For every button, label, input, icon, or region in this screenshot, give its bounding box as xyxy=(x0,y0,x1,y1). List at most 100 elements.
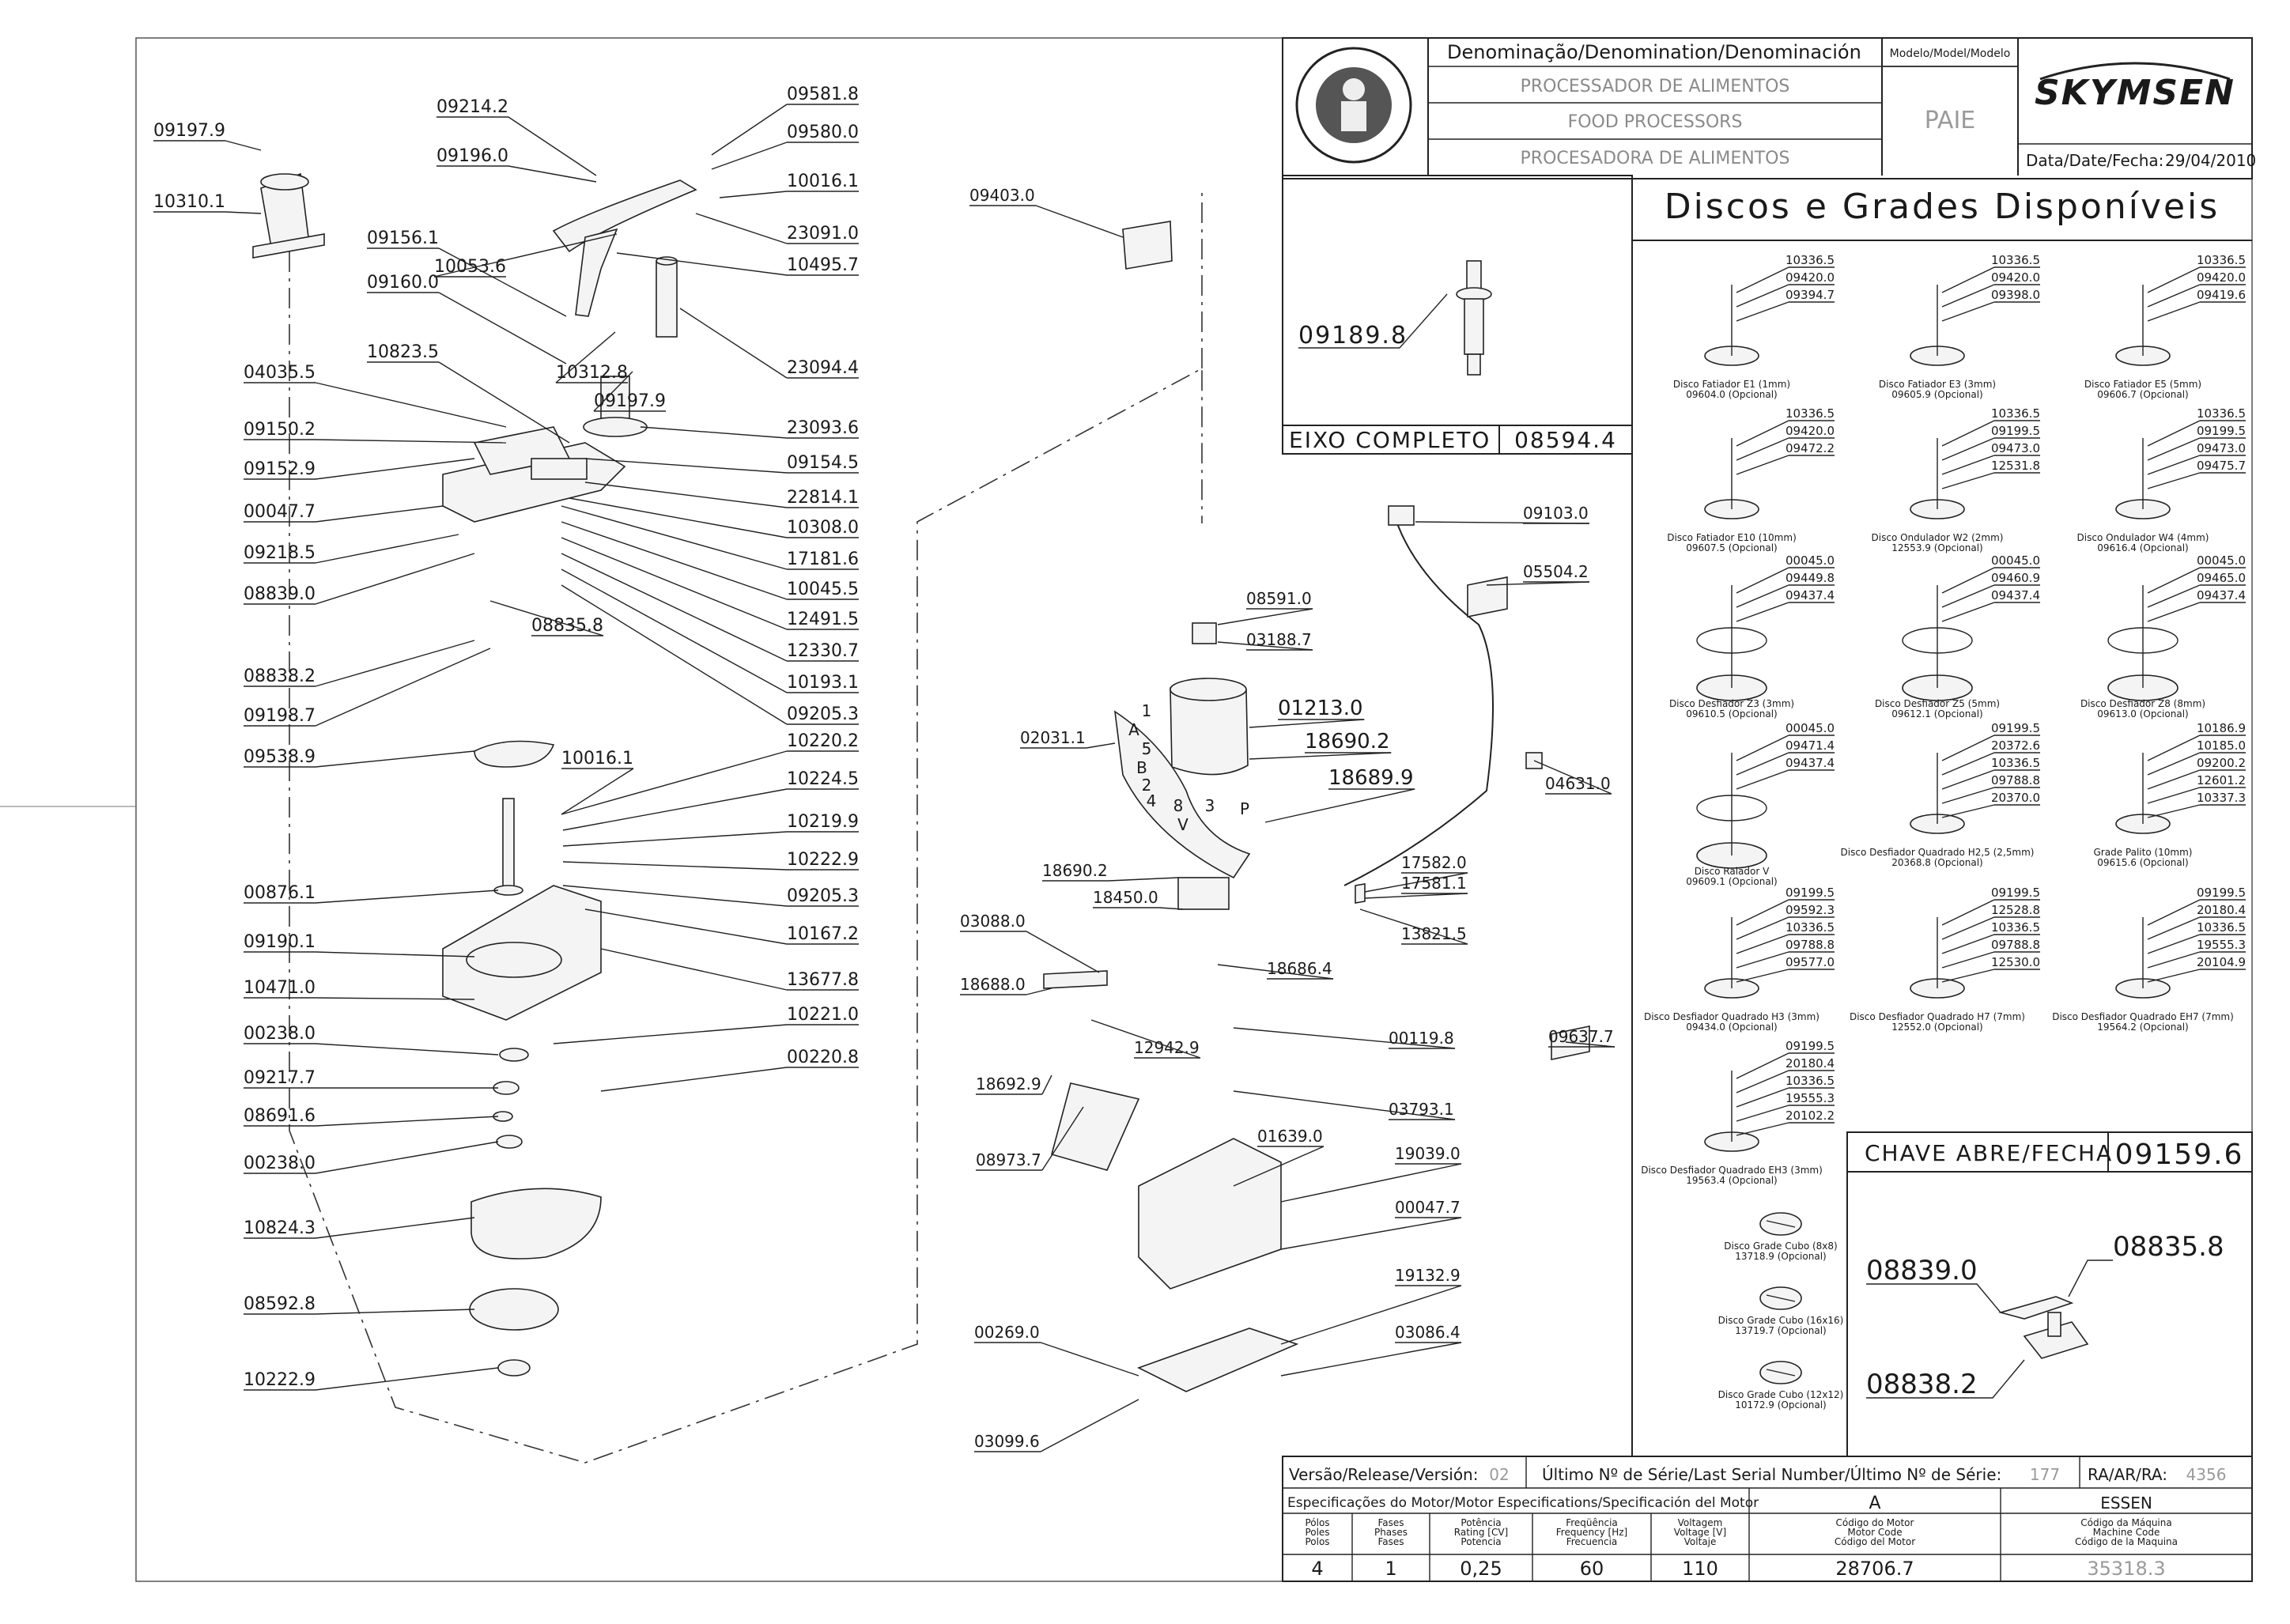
disc-1-part-2: 09398.0 xyxy=(1991,288,2040,302)
version-value: 02 xyxy=(1489,1465,1509,1484)
disc-item-14: 09199.520180.410336.519555.320104.9Disco… xyxy=(2052,886,2246,1033)
disc-14-part-1: 20180.4 xyxy=(2197,903,2246,917)
disc-7-part-2: 09437.4 xyxy=(1991,588,2040,602)
callout-mid-1: 08591.0 xyxy=(1246,589,1312,608)
disc-7-part-1: 09460.9 xyxy=(1991,571,2040,585)
spec-col-4-header-2: Voltaje xyxy=(1684,1536,1717,1547)
callout-right-1: 09580.0 xyxy=(787,123,859,142)
callout-right-24: 10167.2 xyxy=(787,924,859,944)
motor-type: A xyxy=(1869,1494,1880,1513)
callout-right-17: 10193.1 xyxy=(787,673,859,693)
callout-left-16: 09538.9 xyxy=(244,747,316,767)
callout-left-10: 00047.7 xyxy=(244,502,316,522)
disc-item-15: 09199.520180.410336.519555.320102.2Disco… xyxy=(1641,1039,1835,1186)
right-callouts: 09581.809580.010016.110053.623091.010495… xyxy=(433,85,859,1092)
disc-5-part-0: 10336.5 xyxy=(2197,406,2246,421)
callout-right-26: 10221.0 xyxy=(787,1005,859,1025)
spec-col-2-value: 0,25 xyxy=(1460,1558,1502,1580)
chave-box: CHAVE ABRE/FECHA 09159.6 08839.0 08835.8… xyxy=(1846,1131,2253,1457)
disc-item-18: Disco Grade Cubo (12x12)10172.9 (Opciona… xyxy=(1718,1361,1843,1411)
spec-col-0-header-0: Pólos xyxy=(1305,1517,1329,1528)
ra-value: 4356 xyxy=(2186,1465,2227,1484)
denomination-es: PROCESADORA DE ALIMENTOS xyxy=(1521,149,1790,168)
callout-right-21: 10219.9 xyxy=(787,812,859,832)
disc-10-code: 20368.8 (Opcional) xyxy=(1891,857,1982,868)
disc-10-part-1: 20372.6 xyxy=(1991,738,2040,753)
disc-2-part-1: 09420.0 xyxy=(2197,270,2246,285)
disc-13-part-2: 10336.5 xyxy=(1991,920,2040,935)
disc-8-part-2: 09437.4 xyxy=(2197,588,2246,602)
callout-left-18: 00876.1 xyxy=(244,883,316,903)
disc-top-6 xyxy=(1696,627,1767,654)
spec-table: Versão/Release/Versión: 02 Último Nº de … xyxy=(1282,1456,2253,1582)
spec-col-6-header-1: Machine Code xyxy=(2093,1527,2160,1538)
disc-5-part-1: 09199.5 xyxy=(2197,424,2246,438)
disc-item-17: Disco Grade Cubo (16x16)13719.7 (Opciona… xyxy=(1718,1286,1843,1336)
callout-left-15: 09198.7 xyxy=(244,706,316,726)
callout-mid-8: 18450.0 xyxy=(1093,888,1158,907)
mid-callouts: 09403.008591.003188.701213.018690.218689… xyxy=(960,186,1615,1452)
disc-2-part-0: 10336.5 xyxy=(2197,253,2246,267)
spec-col-2-header-1: Rating [CV] xyxy=(1454,1527,1508,1538)
callout-mid-9: 03088.0 xyxy=(960,912,1026,931)
disc-6-name: Disco Desfiador Z3 (3mm) xyxy=(1669,698,1794,709)
disc-9-part-1: 09471.4 xyxy=(1786,738,1835,753)
title-block: Denominação/Denomination/Denominación PR… xyxy=(1282,37,2256,179)
disc-3-part-0: 10336.5 xyxy=(1786,406,1835,421)
callout-right-10: 09154.5 xyxy=(787,453,859,473)
wire-letter-5: 4 xyxy=(1147,791,1157,810)
brand-swoosh-icon xyxy=(2039,62,2231,81)
disc-11-code: 09615.6 (Opcional) xyxy=(2097,857,2188,868)
disc-13-part-0: 09199.5 xyxy=(1991,886,2040,900)
spec-col-6-value: 35318.3 xyxy=(2087,1558,2165,1580)
disc-11-part-4: 10337.3 xyxy=(2197,791,2246,805)
disc-4-part-1: 09199.5 xyxy=(1991,424,2040,438)
wire-letter-0: 1 xyxy=(1142,701,1152,720)
callout-left-23: 08691.6 xyxy=(244,1106,316,1126)
wire-letter-8: 3 xyxy=(1205,796,1215,815)
callout-mid-26: 00047.7 xyxy=(1395,1198,1461,1217)
callout-mid-23: 08973.7 xyxy=(976,1150,1041,1169)
callout-right-18: 09205.3 xyxy=(787,704,859,724)
disc-item-11: 10186.910185.009200.212601.210337.3Grade… xyxy=(2094,721,2246,868)
disc-5-name: Disco Ondulador W4 (4mm) xyxy=(2077,532,2209,543)
callout-mid-20: 17581.1 xyxy=(1401,874,1467,893)
callout-mid-18: 04631.0 xyxy=(1545,774,1611,793)
spec-col-5-header-0: Código do Motor xyxy=(1836,1517,1914,1528)
ra-label: RA/AR/RA: xyxy=(2088,1465,2167,1484)
date-value: 29/04/2010 xyxy=(2165,151,2256,170)
motor-spec-label: Especificações do Motor/Motor Especifica… xyxy=(1287,1495,1759,1511)
callout-right-2: 10016.1 xyxy=(787,172,859,191)
callout-left-25: 10824.3 xyxy=(244,1218,316,1238)
model-value: PAIE xyxy=(1925,107,1976,134)
eixo-code: 08594.4 xyxy=(1514,427,1617,453)
callout-mid-17: 05504.2 xyxy=(1523,562,1589,581)
callout-left-8: 09150.2 xyxy=(244,420,316,440)
callout-right-12: 10308.0 xyxy=(787,518,859,538)
chave-part-1: 08839.0 xyxy=(1866,1255,1978,1286)
disc-11-part-0: 10186.9 xyxy=(2197,721,2246,735)
disc-14-code: 19564.2 (Opcional) xyxy=(2097,1022,2188,1033)
disc-8-name: Disco Desfiador Z8 (8mm) xyxy=(2080,698,2205,709)
disc-14-part-4: 20104.9 xyxy=(2197,955,2246,969)
callout-right-16: 12330.7 xyxy=(787,641,859,661)
callout-mid-12: 18692.9 xyxy=(976,1074,1041,1093)
denomination-en: FOOD PROCESSORS xyxy=(1568,112,1743,132)
spec-col-1-header-0: Fases xyxy=(1377,1517,1404,1528)
date-label: Data/Date/Fecha: xyxy=(2026,151,2163,170)
serial-value: 177 xyxy=(2030,1465,2060,1484)
spec-col-5-value: 28706.7 xyxy=(1835,1558,1914,1580)
disc-12-part-0: 09199.5 xyxy=(1786,886,1835,900)
disc-top-7 xyxy=(1902,627,1973,654)
callout-mid-30: 03099.6 xyxy=(974,1432,1040,1451)
callout-left-20: 10471.0 xyxy=(244,978,316,998)
disc-15-code: 19563.4 (Opcional) xyxy=(1686,1175,1777,1186)
